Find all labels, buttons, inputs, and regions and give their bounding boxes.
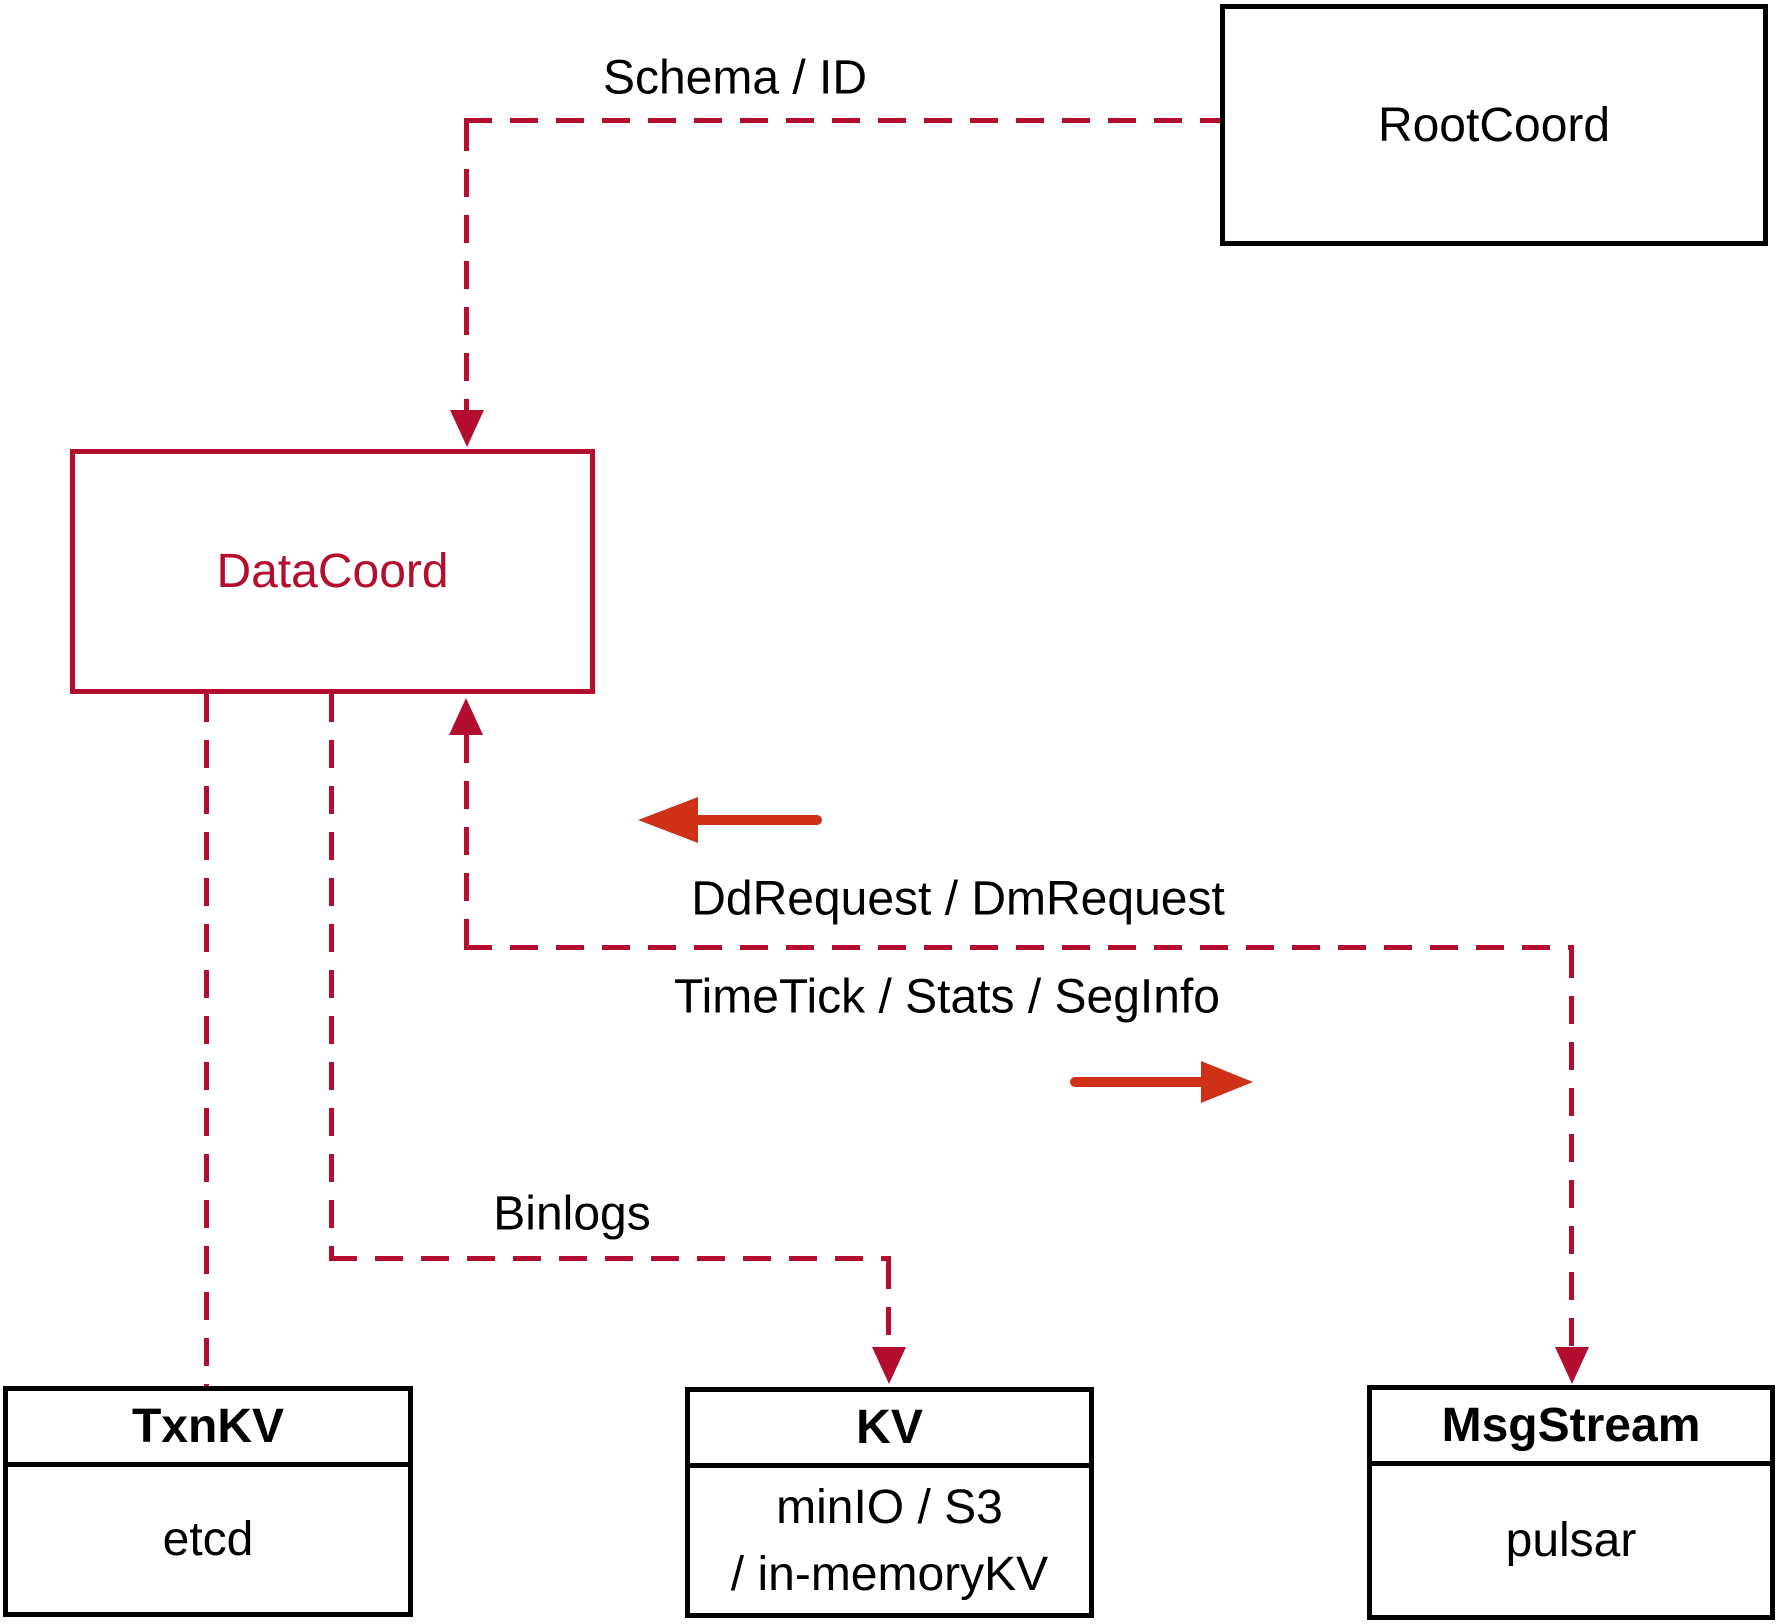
edge-requests-vertical-line xyxy=(464,735,469,947)
node-rootcoord: RootCoord xyxy=(1220,4,1768,246)
txnkv-body: etcd xyxy=(162,1513,254,1566)
left-direction-arrow-icon xyxy=(638,797,698,843)
edge-txnkv-vertical-line xyxy=(204,694,209,1386)
edge-label-schema-id: Schema / ID xyxy=(602,51,868,105)
node-txnkv: TxnKV etcd xyxy=(3,1386,413,1617)
msgstream-body: pulsar xyxy=(1505,1514,1637,1567)
edge-label-time-tick: TimeTick / Stats / SegInfo xyxy=(674,970,1220,1024)
node-kv: KV minIO / S3 / in-memoryKV xyxy=(685,1387,1094,1618)
edge-requests-arrowhead-down-icon xyxy=(1555,1347,1589,1384)
edge-binlogs-horizontal-line xyxy=(329,1256,891,1261)
txnkv-title: TxnKV xyxy=(8,1391,408,1467)
edge-binlogs-vertical-line xyxy=(329,694,334,1257)
edge-schema-arrowhead-down-icon xyxy=(450,410,484,447)
node-datacoord: DataCoord xyxy=(70,449,595,694)
edge-binlogs-arrowhead-down-icon xyxy=(872,1347,906,1384)
edge-binlogs-drop-line xyxy=(886,1261,891,1347)
right-direction-arrow-icon xyxy=(1201,1061,1253,1103)
edge-requests-horizontal-line xyxy=(464,945,1574,950)
edge-label-dd-request: DdRequest / DmRequest xyxy=(691,872,1225,926)
kv-title: KV xyxy=(690,1392,1089,1468)
kv-body-line2: / in-memoryKV xyxy=(730,1547,1049,1601)
edge-schema-horizontal-line xyxy=(464,118,1220,123)
left-direction-arrow-shaft xyxy=(690,815,822,825)
msgstream-title: MsgStream xyxy=(1372,1390,1770,1466)
kv-body-line1: minIO / S3 xyxy=(776,1480,1003,1534)
datacoord-label: DataCoord xyxy=(216,545,449,598)
edge-schema-vertical-line xyxy=(464,123,469,411)
right-direction-arrow-shaft xyxy=(1070,1077,1205,1087)
rootcoord-label: RootCoord xyxy=(1377,98,1611,152)
edge-label-binlogs: Binlogs xyxy=(493,1187,651,1241)
node-msgstream: MsgStream pulsar xyxy=(1367,1385,1775,1620)
edge-requests-arrowhead-up-icon xyxy=(449,698,483,735)
edge-requests-drop-line xyxy=(1569,950,1574,1347)
